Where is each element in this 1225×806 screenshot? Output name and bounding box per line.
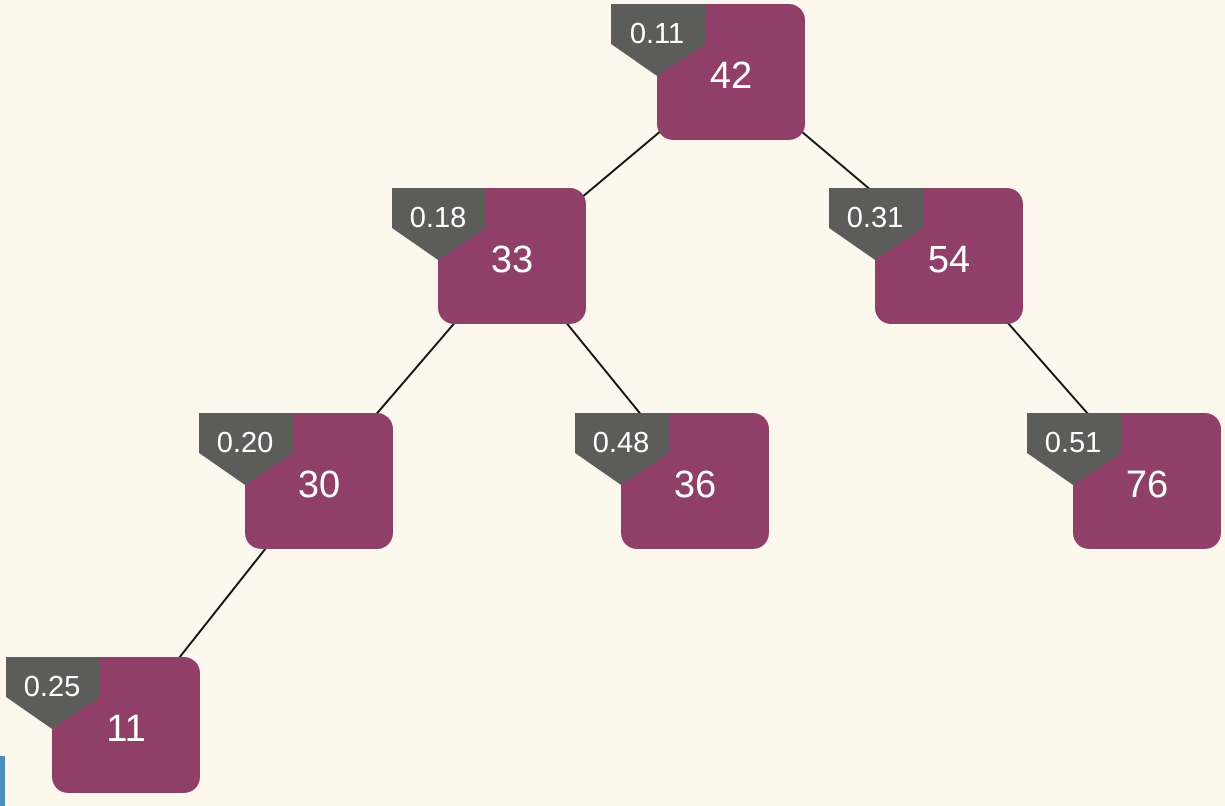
tree-node: 0.20 30 bbox=[199, 413, 393, 549]
node-priority: 0.11 bbox=[630, 18, 684, 50]
node-key: 33 bbox=[491, 239, 533, 281]
node-priority: 0.25 bbox=[24, 671, 80, 703]
node-priority: 0.48 bbox=[593, 427, 649, 459]
tree-edges bbox=[177, 128, 1090, 660]
tree-edge bbox=[374, 321, 457, 416]
node-key: 36 bbox=[674, 464, 716, 506]
tree-node: 0.25 11 bbox=[6, 657, 200, 793]
node-key: 54 bbox=[928, 239, 970, 281]
priority-tag bbox=[1027, 413, 1121, 485]
tree-node: 0.51 76 bbox=[1027, 413, 1221, 549]
tree-node: 0.18 33 bbox=[392, 188, 586, 324]
tree-node: 0.31 54 bbox=[829, 188, 1023, 324]
node-priority: 0.31 bbox=[847, 202, 903, 234]
tree-edge bbox=[1006, 321, 1090, 416]
node-key: 42 bbox=[710, 55, 752, 97]
priority-tag bbox=[392, 188, 486, 260]
priority-tag bbox=[829, 188, 923, 260]
node-priority: 0.18 bbox=[410, 202, 466, 234]
tree-node: 0.11 42 bbox=[611, 4, 805, 140]
tree-edge bbox=[564, 321, 643, 416]
priority-tag bbox=[6, 657, 100, 729]
tree-node: 0.48 36 bbox=[575, 413, 769, 549]
priority-tag bbox=[199, 413, 293, 485]
tree-edge bbox=[798, 128, 882, 200]
priority-tag bbox=[575, 413, 669, 485]
tree-edge bbox=[177, 546, 268, 660]
node-priority: 0.20 bbox=[217, 427, 273, 459]
node-key: 30 bbox=[298, 464, 340, 506]
priority-tag bbox=[611, 4, 705, 76]
node-priority: 0.51 bbox=[1045, 427, 1101, 459]
tree-nodes: 0.11 42 0.18 33 0.31 54 0.20 30 0.48 36 0.51 76 0.25… bbox=[6, 4, 1221, 793]
left-accent-bar bbox=[0, 756, 5, 806]
node-key: 76 bbox=[1126, 464, 1168, 506]
tree-edge bbox=[579, 128, 664, 200]
node-key: 11 bbox=[106, 708, 145, 750]
